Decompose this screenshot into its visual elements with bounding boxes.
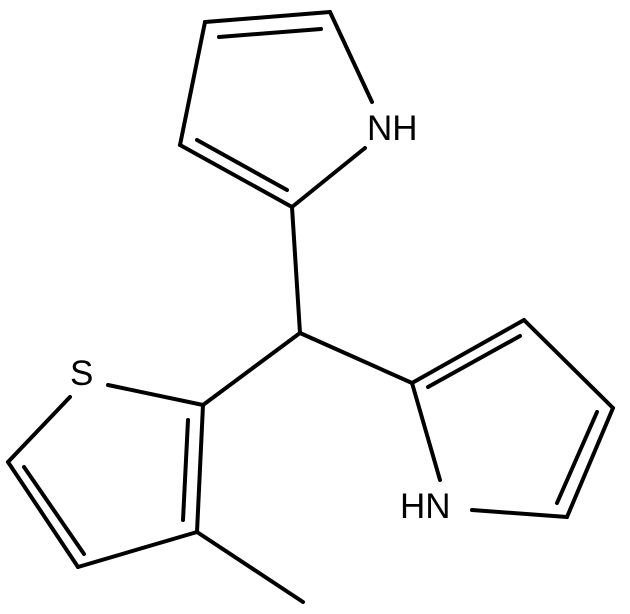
thiophene-bond-c5-c4 <box>6 460 80 569</box>
upper-pyrrole-bond-c2-c3 <box>178 143 294 209</box>
thiophene-bond-c4-c3 <box>76 530 199 569</box>
upper-pyrrole-ring <box>178 10 374 209</box>
thiophene-bond-c2-s1 <box>106 383 205 407</box>
bond-center-to-thiophene <box>201 331 302 407</box>
methyl-bond <box>195 530 305 604</box>
upper-pyrrole-bond-c2-c3-inner <box>195 138 289 192</box>
lower-pyrrole-bond-c3-c4 <box>522 318 615 410</box>
thiophene-sulfur-label: S <box>70 354 93 393</box>
upper-pyrrole-bond-c5-n1 <box>328 10 374 104</box>
thiophene-bond-c3-c2 <box>195 403 205 534</box>
upper-pyrrole-bond-c4-c5-inner <box>217 27 323 39</box>
lower-pyrrole-bond-c4-c5 <box>565 406 615 519</box>
thiophene-bond-c5-c4-inner <box>22 465 86 556</box>
upper-pyrrole-bond-c4-c5 <box>203 10 332 24</box>
central-carbon-bonds <box>201 205 414 407</box>
thiophene-bond-c3-c2-inner <box>181 418 190 522</box>
lower-pyrrole-bond-c2-c3 <box>410 318 526 385</box>
lower-pyrrole-hn-label: HN <box>400 487 451 526</box>
thiophene-ring <box>6 383 305 604</box>
upper-pyrrole-bond-n1-c2 <box>290 146 367 209</box>
bond-center-to-upper-pyrrole <box>290 205 302 335</box>
lower-pyrrole-bond-c2-c3-inner <box>426 334 522 389</box>
upper-pyrrole-nh-label: NH <box>367 109 418 148</box>
bond-center-to-lower-pyrrole <box>298 331 414 385</box>
thiophene-bond-s1-c5 <box>6 395 72 464</box>
lower-pyrrole-bond-c4-c5-inner <box>555 410 599 505</box>
lower-pyrrole-bond-n1-c2 <box>410 381 442 482</box>
lower-pyrrole-ring <box>410 318 615 519</box>
lower-pyrrole-bond-c5-n1 <box>470 508 569 519</box>
upper-pyrrole-bond-c3-c4 <box>178 20 207 147</box>
